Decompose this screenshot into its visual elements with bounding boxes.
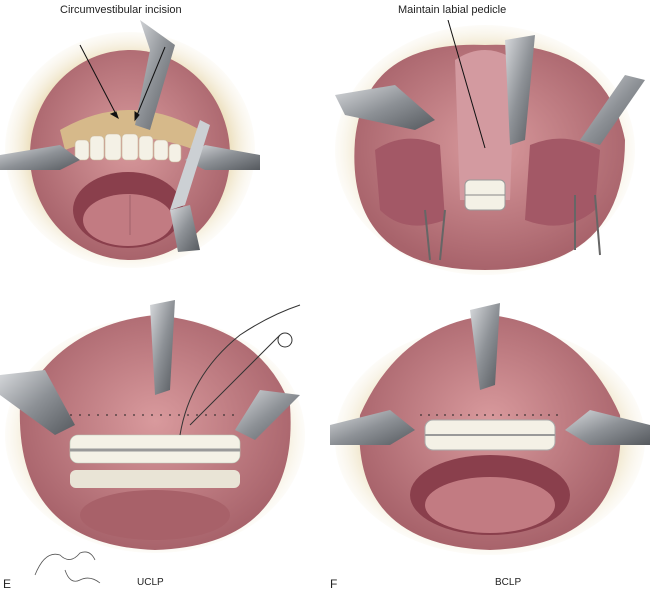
caption-bclp: BCLP: [495, 577, 522, 588]
label-circumvestibular-incision: Circumvestibular incision: [60, 4, 182, 16]
illustration-labial-pedicle: [335, 20, 645, 280]
artist-signature: [30, 545, 110, 590]
illustration-circumvestibular-incision: [0, 20, 260, 270]
illustration-uclp-repair: [0, 295, 310, 555]
illustration-bclp-repair: [330, 295, 650, 555]
label-maintain-labial-pedicle: Maintain labial pedicle: [398, 4, 507, 16]
panel-label-f: F: [330, 577, 338, 591]
caption-uclp: UCLP: [137, 577, 164, 588]
arrow-icon: [79, 44, 166, 122]
panel-label-e: E: [3, 577, 12, 591]
